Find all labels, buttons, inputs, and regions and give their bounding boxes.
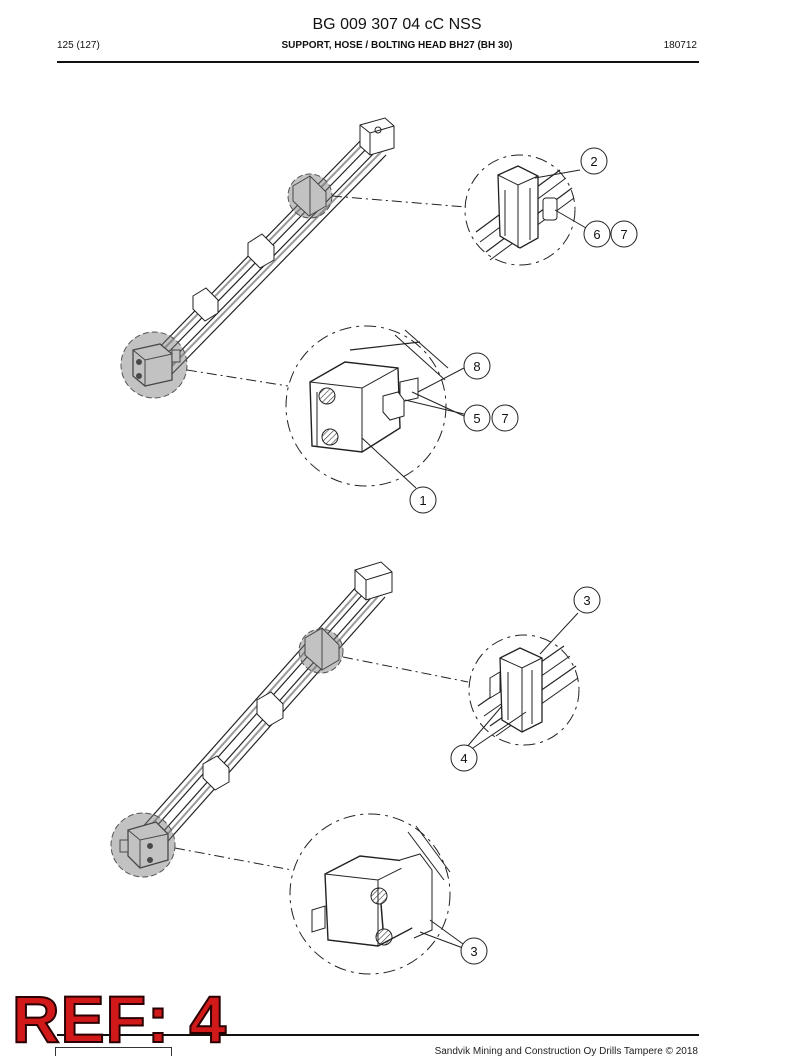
copyright-text: Sandvik Mining and Construction Oy Drill… — [434, 1046, 698, 1057]
bottom-detail-clamp — [465, 612, 580, 751]
callout-group: 2 6 7 8 5 7 1 3 — [409, 147, 638, 965]
page-title: SUPPORT, HOSE / BOLTING HEAD BH27 (BH 30… — [281, 40, 513, 51]
callout-bubble: 7 — [491, 404, 519, 432]
callout-number: 2 — [590, 154, 597, 169]
callout-bubble: 2 — [580, 147, 608, 175]
hose-cross-section — [370, 887, 393, 946]
top-detail-clamp — [464, 154, 587, 266]
document-code: BG 009 307 04 cC NSS — [312, 16, 482, 33]
header-rule — [57, 61, 699, 63]
callout-number: 8 — [473, 359, 480, 374]
callout-bubble: 1 — [409, 486, 437, 514]
top-hose-support-assembly — [120, 117, 467, 399]
callout-number: 7 — [620, 227, 627, 242]
callout-number: 7 — [501, 411, 508, 426]
callout-bubble: 3 — [460, 937, 488, 965]
footer-rule — [57, 1034, 699, 1036]
top-detail-end-block — [285, 325, 465, 489]
bottom-detail-end-block — [289, 813, 464, 975]
callout-bubble: 8 — [463, 352, 491, 380]
bottom-hose-support-assembly — [110, 561, 469, 878]
date-code: 180712 — [663, 40, 697, 51]
company-logo — [55, 1047, 172, 1056]
callout-number: 5 — [473, 411, 480, 426]
callout-bubble: 6 — [583, 220, 611, 248]
hose-cross-section — [318, 387, 339, 446]
callout-number: 4 — [460, 751, 467, 766]
callout-number: 6 — [593, 227, 600, 242]
page-number: 125 (127) — [57, 40, 100, 51]
callout-number: 3 — [470, 944, 477, 959]
callout-number: 1 — [419, 493, 426, 508]
callout-number: 3 — [583, 593, 590, 608]
callout-bubble: 7 — [610, 220, 638, 248]
callout-bubble: 4 — [450, 744, 478, 772]
callout-bubble: 5 — [463, 404, 491, 432]
ref-stamp: REF: 4 — [11, 982, 228, 1056]
callout-bubble: 3 — [573, 586, 601, 614]
